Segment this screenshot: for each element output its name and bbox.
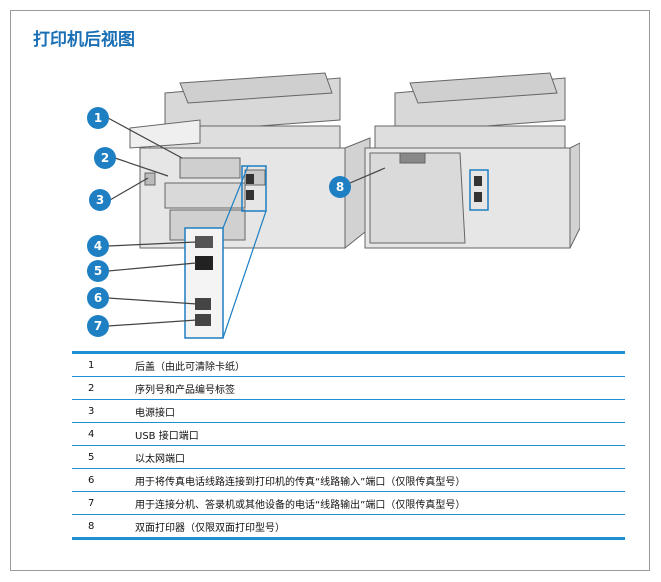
- callout-4: 4: [94, 239, 102, 253]
- callout-7: 7: [94, 319, 102, 333]
- table-row: 4 USB 接口端口: [72, 423, 625, 446]
- row-number: 6: [88, 474, 95, 486]
- table-row: 5 以太网端口: [72, 446, 625, 469]
- callout-badges: 1 2 3 4 5 6 7 8: [87, 107, 351, 337]
- row-description: 用于将传真电话线路连接到打印机的传真“线路输入”端口（仅限传真型号）: [135, 476, 466, 488]
- port-panel-highlight: [241, 165, 267, 212]
- row-number: 5: [88, 451, 95, 463]
- table-row: 3 电源接口: [72, 400, 625, 423]
- callout-2: 2: [101, 151, 109, 165]
- row-number: 4: [88, 428, 95, 440]
- table-row: 1 后盖（由此可清除卡纸）: [72, 354, 625, 377]
- right-printer-illustration: [364, 72, 580, 249]
- row-number: 8: [88, 520, 95, 532]
- table-row: 2 序列号和产品编号标签: [72, 377, 625, 400]
- row-number: 3: [88, 405, 95, 417]
- component-table: 1 后盖（由此可清除卡纸） 2 序列号和产品编号标签 3 电源接口 4 USB …: [72, 351, 625, 540]
- table-row: 7 用于连接分机、答录机或其他设备的电话“线路输出”端口（仅限传真型号）: [72, 492, 625, 515]
- row-number: 1: [88, 359, 95, 371]
- row-description: 后盖（由此可清除卡纸）: [135, 361, 245, 373]
- callout-3: 3: [96, 193, 104, 207]
- row-description: 序列号和产品编号标签: [135, 384, 235, 396]
- left-printer-illustration: [129, 72, 371, 250]
- port-zoom-panel: [184, 165, 267, 339]
- printer-rear-view-figure: 1 2 3 4 5 6 7 8: [87, 72, 580, 339]
- row-description: 以太网端口: [135, 453, 185, 465]
- table-row: 6 用于将传真电话线路连接到打印机的传真“线路输入”端口（仅限传真型号）: [72, 469, 625, 492]
- callout-8: 8: [336, 180, 344, 194]
- page-title: 打印机后视图: [33, 30, 135, 50]
- callout-5: 5: [94, 264, 102, 278]
- table-row: 8 双面打印器（仅限双面打印型号）: [72, 515, 625, 540]
- row-description: 用于连接分机、答录机或其他设备的电话“线路输出”端口（仅限传真型号）: [135, 499, 466, 511]
- callout-1: 1: [94, 111, 102, 125]
- row-number: 7: [88, 497, 95, 509]
- callout-6: 6: [94, 291, 102, 305]
- row-number: 2: [88, 382, 95, 394]
- row-description: 双面打印器（仅限双面打印型号）: [135, 522, 285, 534]
- row-description: 电源接口: [135, 407, 175, 419]
- row-description: USB 接口端口: [135, 430, 199, 442]
